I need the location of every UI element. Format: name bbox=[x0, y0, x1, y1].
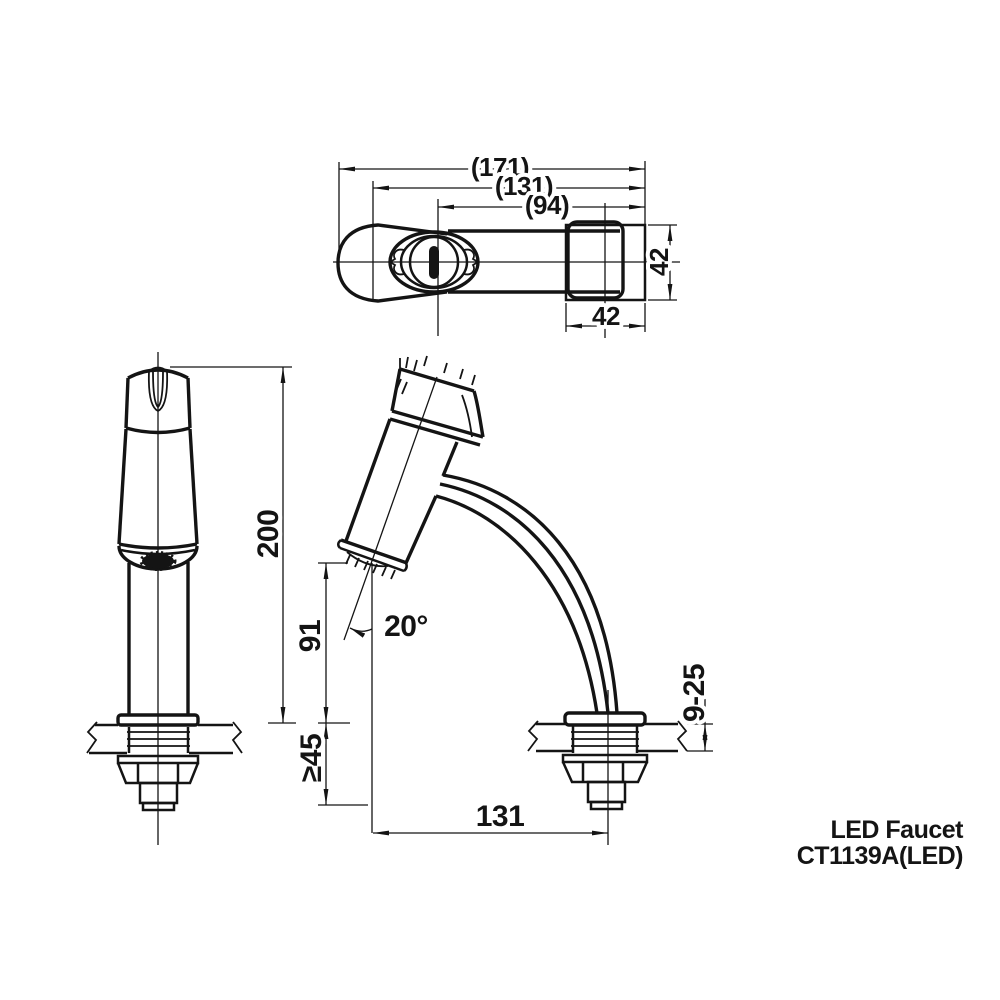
plan-dimension-overall-length: (171) bbox=[339, 148, 645, 186]
counter-surface-front bbox=[86, 721, 243, 755]
side-dimension-spout-reach: 131 bbox=[373, 796, 608, 837]
head-band-b bbox=[389, 417, 481, 447]
dim-overall-length-label: (171) bbox=[471, 152, 529, 182]
dim-outlet-height-label: 91 bbox=[294, 620, 327, 652]
mounting-nut-side bbox=[561, 753, 649, 784]
side-dimension-angle: 20° bbox=[349, 606, 432, 647]
dim-base-width-label: 42 bbox=[592, 301, 620, 331]
threaded-shank-front bbox=[127, 727, 190, 753]
led-indicator-slot bbox=[429, 246, 439, 279]
outlet-rim-side-lower bbox=[339, 546, 405, 573]
aerator-ring bbox=[408, 235, 460, 289]
dim-spout-center-label: (131) bbox=[495, 171, 553, 201]
body-back-edge-upper bbox=[441, 441, 459, 477]
break-line-right bbox=[676, 720, 688, 752]
outlet-lip-left bbox=[337, 539, 342, 549]
side-dimension-deck-thickness: 9-25 bbox=[674, 660, 715, 751]
tailpiece-side bbox=[586, 780, 627, 804]
plan-dimension-spout-center: (131) bbox=[373, 167, 645, 205]
body-left-edge bbox=[117, 428, 128, 545]
head-left-side bbox=[124, 377, 130, 429]
model-number: CT1139A(LED) bbox=[797, 842, 963, 870]
title-block: LED Faucet CT1139A(LED) bbox=[797, 816, 965, 870]
body-right-edge bbox=[188, 428, 199, 545]
outlet-lip-right bbox=[403, 562, 408, 572]
led-window-inner bbox=[152, 371, 164, 409]
outlet-hatch-ticks bbox=[345, 554, 396, 580]
head-top-face bbox=[399, 367, 475, 393]
spout-head-outline bbox=[336, 223, 448, 303]
tailpiece-tip-front bbox=[141, 801, 176, 812]
tailpiece-tip-side bbox=[589, 800, 624, 811]
counter-surface-side bbox=[527, 720, 713, 753]
top-view: (171) (131) (94) 42 42 bbox=[333, 148, 680, 338]
spout-curve-outer bbox=[442, 473, 619, 714]
aerator-face bbox=[139, 551, 177, 571]
product-name: LED Faucet bbox=[830, 816, 964, 844]
dim-base-depth-label: 42 bbox=[644, 248, 674, 276]
head-cap-right-flare bbox=[472, 390, 485, 438]
side-dimension-outlet-height: 91 bbox=[290, 562, 350, 724]
break-line-right bbox=[231, 721, 243, 754]
base-flange bbox=[116, 713, 200, 727]
head-band bbox=[125, 426, 191, 435]
head-cap-left-edge bbox=[390, 368, 402, 412]
dim-deck-thickness-label: 9-25 bbox=[678, 664, 711, 722]
knurl-ticks-top bbox=[405, 355, 476, 386]
left-ear-tab bbox=[388, 248, 405, 276]
dim-angle-label: 20° bbox=[384, 610, 428, 643]
threaded-shank-side bbox=[571, 726, 639, 753]
mounting-base-plate bbox=[564, 223, 647, 302]
side-view: 91 ≥45 20° 9-25 131 bbox=[290, 355, 715, 845]
dim-spout-reach-label: 131 bbox=[476, 800, 525, 833]
spout-curve-inner bbox=[435, 494, 599, 714]
dim-aerator-label: (94) bbox=[525, 190, 569, 220]
front-dimension-height: 200 bbox=[170, 366, 296, 724]
side-dimension-min-clearance: ≥45 bbox=[291, 723, 368, 806]
head-dome-top bbox=[127, 368, 189, 380]
plan-dimension-aerator: (94) bbox=[438, 186, 645, 224]
head-band-a bbox=[391, 409, 484, 439]
break-line-left bbox=[527, 720, 539, 752]
led-window-outer bbox=[147, 366, 169, 413]
body-front-edge bbox=[344, 418, 392, 542]
plan-dimension-base-depth: 42 bbox=[640, 224, 678, 301]
dim-min-clearance-label: ≥45 bbox=[295, 734, 328, 782]
outlet-bottom-arc bbox=[117, 545, 199, 571]
right-ear-tab bbox=[463, 248, 480, 276]
body-bracket-outline bbox=[566, 220, 625, 300]
body-back-edge-lower bbox=[404, 495, 438, 564]
break-line-left bbox=[86, 721, 98, 754]
plan-dimension-base-width: 42 bbox=[565, 297, 646, 335]
dim-height-label: 200 bbox=[252, 510, 285, 559]
outlet-rim-upper bbox=[118, 542, 198, 550]
head-right-side bbox=[186, 377, 192, 429]
outlet-rim-side bbox=[340, 538, 408, 565]
front-view: 200 bbox=[86, 352, 296, 845]
base-flange-side bbox=[563, 711, 647, 727]
spout-curve-middle bbox=[439, 482, 610, 714]
